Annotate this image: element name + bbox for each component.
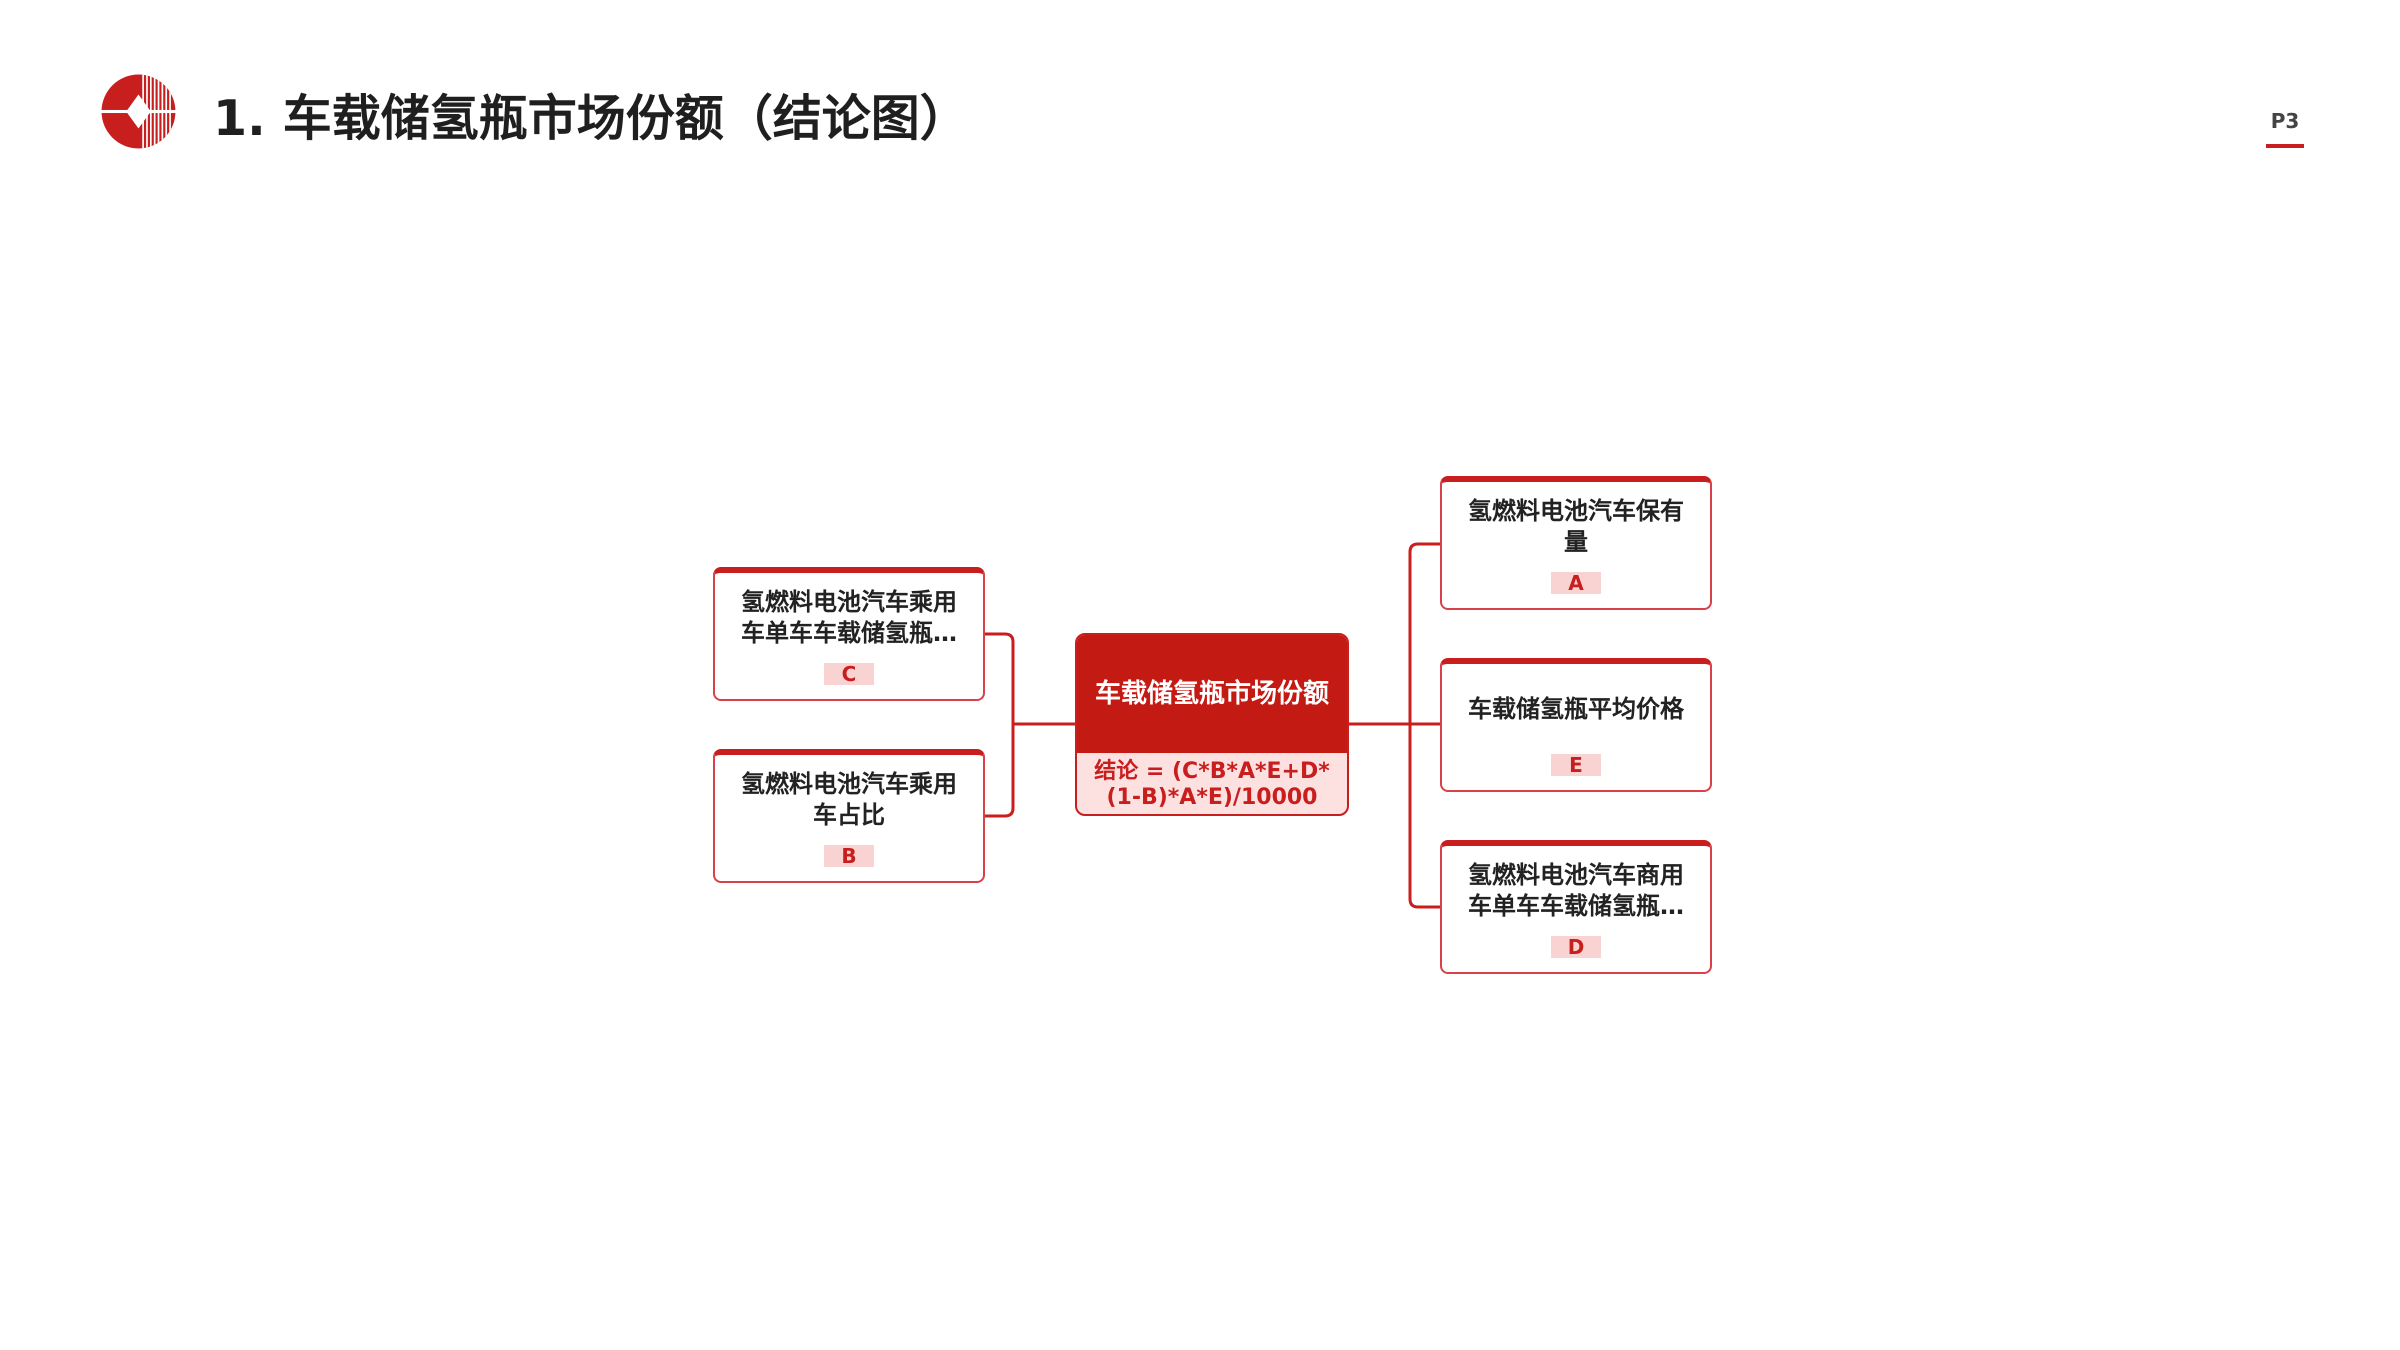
node-c-tag: C [824, 663, 874, 685]
node-e-tag: E [1551, 754, 1601, 776]
node-b-tag: B [824, 845, 874, 867]
node-d-label: 氢燃料电池汽车商用车单车车载储氢瓶… [1468, 861, 1684, 920]
connector-left-b [985, 724, 1015, 818]
page-number-underline [2266, 144, 2304, 148]
center-node-formula: 结论 = (C*B*A*E+D* (1-B)*A*E)/10000 [1077, 753, 1347, 814]
node-d-tag: D [1551, 936, 1601, 958]
formula-line-1: 结论 = (C*B*A*E+D* [1094, 759, 1330, 784]
center-node-title: 车载储氢瓶市场份额 [1077, 635, 1347, 753]
node-a-label: 氢燃料电池汽车保有量 [1468, 497, 1684, 556]
node-e-label: 车载储氢瓶平均价格 [1468, 695, 1684, 723]
connector-left-c [985, 632, 1015, 724]
node-a-tag: A [1551, 572, 1601, 594]
center-node: 车载储氢瓶市场份额 结论 = (C*B*A*E+D* (1-B)*A*E)/10… [1075, 633, 1349, 816]
node-a: 氢燃料电池汽车保有量 A [1440, 476, 1712, 610]
connector-right-a [1408, 542, 1440, 724]
company-logo-icon [100, 74, 177, 149]
page-title: 1. 车载储氢瓶市场份额（结论图） [213, 90, 969, 147]
node-d: 氢燃料电池汽车商用车单车车载储氢瓶… D [1440, 840, 1712, 974]
node-c-label: 氢燃料电池汽车乘用车单车车载储氢瓶… [741, 588, 957, 647]
connector-right-d [1408, 724, 1440, 909]
node-e: 车载储氢瓶平均价格 E [1440, 658, 1712, 792]
page-number: P3 [2270, 109, 2300, 133]
node-b-label: 氢燃料电池汽车乘用车占比 [741, 770, 957, 829]
node-b: 氢燃料电池汽车乘用车占比 B [713, 749, 985, 883]
node-c: 氢燃料电池汽车乘用车单车车载储氢瓶… C [713, 567, 985, 701]
formula-line-2: (1-B)*A*E)/10000 [1106, 785, 1318, 810]
